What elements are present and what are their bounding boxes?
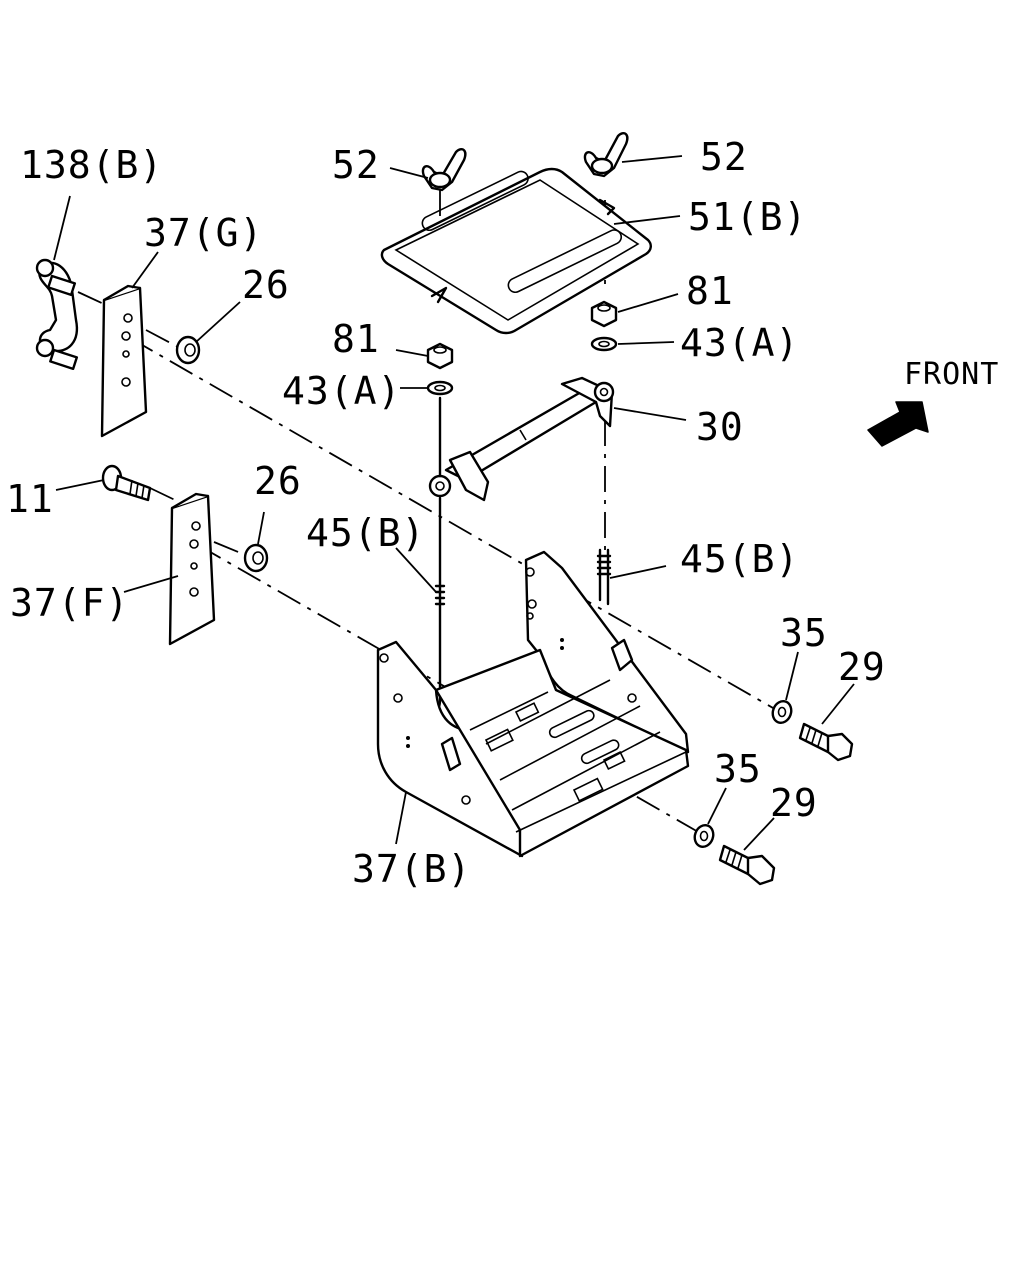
- tray-37b: [376, 550, 690, 858]
- nut-81-left: [426, 342, 454, 370]
- callout-43a-right: 43(A): [680, 321, 799, 365]
- leader-lines: [53, 155, 855, 851]
- callout-11: 11: [6, 477, 54, 521]
- washer-35-upper: [771, 700, 793, 724]
- callout-labels: 138(B) 37(G) 26 11 26 37(F) 52 52 51(B) …: [6, 135, 999, 891]
- bolt-29-lower: [718, 844, 776, 886]
- callout-138b: 138(B): [20, 143, 163, 187]
- callout-37b: 37(B): [352, 847, 471, 891]
- nut-26-lower: [243, 543, 269, 573]
- wing-nut-52-left: [421, 148, 467, 192]
- callout-30: 30: [696, 405, 744, 449]
- callout-81-left: 81: [332, 317, 380, 361]
- washer-35-lower: [693, 824, 715, 848]
- front-arrow-icon: [867, 401, 929, 447]
- callout-26-lower: 26: [254, 459, 302, 503]
- callout-26-upper: 26: [242, 263, 290, 307]
- callout-35-lower: 35: [714, 747, 762, 791]
- callout-45b-right: 45(B): [680, 537, 799, 581]
- front-label: FRONT: [904, 357, 999, 392]
- callout-81-right: 81: [686, 269, 734, 313]
- callout-37f: 37(F): [10, 581, 129, 625]
- j-bolt-45b-right: [596, 548, 612, 606]
- callout-29-lower: 29: [770, 781, 818, 825]
- callout-52-right: 52: [700, 135, 748, 179]
- callout-51b: 51(B): [688, 195, 807, 239]
- callout-45b-left: 45(B): [306, 511, 425, 555]
- washer-43a-left: [426, 380, 454, 396]
- stay-138b: [35, 258, 79, 371]
- cover-51b: [380, 167, 652, 335]
- callout-37g: 37(G): [144, 211, 263, 255]
- j-bolt-45b-left: [424, 396, 446, 716]
- callout-35-upper: 35: [780, 611, 828, 655]
- callout-29-upper: 29: [838, 645, 886, 689]
- bolt-11: [101, 464, 152, 502]
- nut-26-upper: [175, 335, 201, 365]
- bolt-29-upper: [798, 722, 854, 762]
- callout-52-left: 52: [332, 143, 380, 187]
- washer-43a-right: [590, 336, 618, 352]
- wing-nut-52-right: [583, 132, 629, 178]
- plate-37f: [168, 492, 216, 646]
- nut-81-right: [590, 300, 618, 328]
- clamp-bar-30: [428, 376, 615, 502]
- callout-43a-left: 43(A): [282, 369, 401, 413]
- plate-37g: [100, 284, 148, 438]
